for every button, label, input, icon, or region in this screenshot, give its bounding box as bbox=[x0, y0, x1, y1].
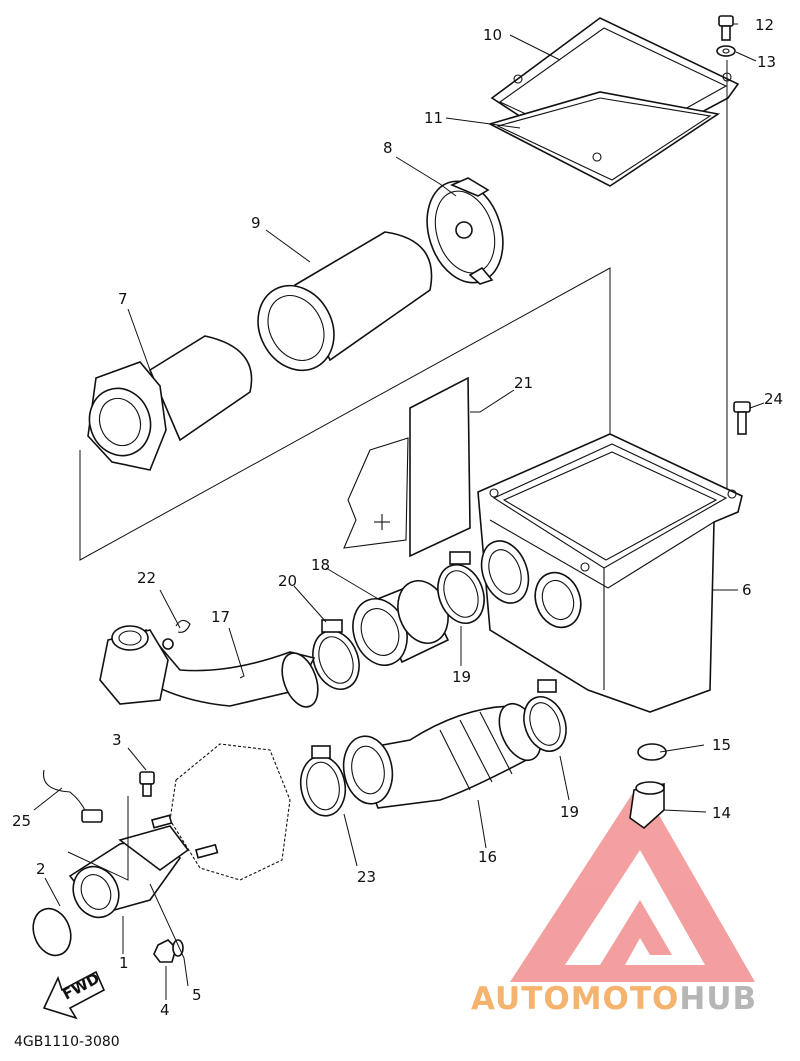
callout-22: 22 bbox=[137, 569, 156, 587]
callout-10: 10 bbox=[483, 26, 502, 44]
callout-2: 2 bbox=[36, 860, 46, 878]
air-filter-element bbox=[257, 231, 433, 372]
callout-19-lower: 19 bbox=[560, 803, 579, 821]
intake-manifold bbox=[68, 825, 190, 919]
leader-lines bbox=[33, 23, 765, 1000]
callout-15: 15 bbox=[712, 736, 731, 754]
callout-13: 13 bbox=[757, 53, 776, 71]
nut-icon bbox=[153, 939, 177, 963]
intake-duct bbox=[99, 625, 319, 708]
callout-23: 23 bbox=[357, 868, 376, 886]
callout-3: 3 bbox=[112, 731, 122, 749]
air-box-cover bbox=[487, 17, 740, 187]
hose-clamp-23 bbox=[299, 745, 347, 817]
callout-5: 5 bbox=[192, 986, 202, 1004]
callout-4: 4 bbox=[160, 1001, 170, 1019]
hose-clamp-19-upper bbox=[437, 551, 485, 624]
callout-12: 12 bbox=[755, 16, 774, 34]
callout-24: 24 bbox=[764, 390, 783, 408]
hose-clamp-19-lower bbox=[523, 679, 567, 752]
callout-6: 6 bbox=[742, 581, 752, 599]
cover-screw-icon bbox=[718, 15, 734, 41]
watermark-logo-icon bbox=[510, 782, 755, 982]
watermark-brand-text: AUTOMOTOHUB bbox=[471, 981, 757, 1017]
stud-bolts bbox=[151, 814, 219, 859]
watermark-brand-part1: AUTOMOTO bbox=[471, 981, 679, 1017]
callout-8: 8 bbox=[383, 139, 393, 157]
hose-clamp-20 bbox=[312, 619, 360, 690]
carburetor-joint-hose bbox=[342, 702, 542, 809]
engine-block-outline bbox=[169, 743, 291, 881]
callout-16: 16 bbox=[478, 848, 497, 866]
callout-1: 1 bbox=[119, 954, 129, 972]
lock-washer-icon bbox=[172, 939, 184, 957]
callout-19-upper: 19 bbox=[452, 668, 471, 686]
callout-14: 14 bbox=[712, 804, 731, 822]
air-box-case bbox=[477, 433, 743, 713]
callout-11: 11 bbox=[424, 109, 443, 127]
watermark-brand-part2: HUB bbox=[679, 981, 757, 1017]
drawing-code: 4GB1110-3080 bbox=[14, 1034, 120, 1050]
air-box-joint bbox=[352, 580, 450, 666]
callout-17: 17 bbox=[211, 608, 230, 626]
element-guide bbox=[87, 335, 253, 471]
element-holder bbox=[426, 177, 504, 285]
callout-9: 9 bbox=[251, 214, 261, 232]
fwd-arrow-icon bbox=[42, 970, 106, 1020]
callout-25: 25 bbox=[12, 812, 31, 830]
hose-fitting-22 bbox=[175, 619, 191, 633]
drain-cap bbox=[637, 743, 667, 761]
washer-icon bbox=[716, 45, 736, 57]
seal-sheet bbox=[343, 376, 471, 558]
callout-21: 21 bbox=[514, 374, 533, 392]
drain-plug bbox=[629, 781, 665, 830]
o-ring bbox=[32, 907, 72, 957]
screw-3-icon bbox=[139, 771, 155, 797]
sensor-lead bbox=[42, 769, 103, 823]
callout-18: 18 bbox=[311, 556, 330, 574]
callout-7: 7 bbox=[118, 290, 128, 308]
case-bolt-icon bbox=[733, 401, 751, 435]
callout-20: 20 bbox=[278, 572, 297, 590]
